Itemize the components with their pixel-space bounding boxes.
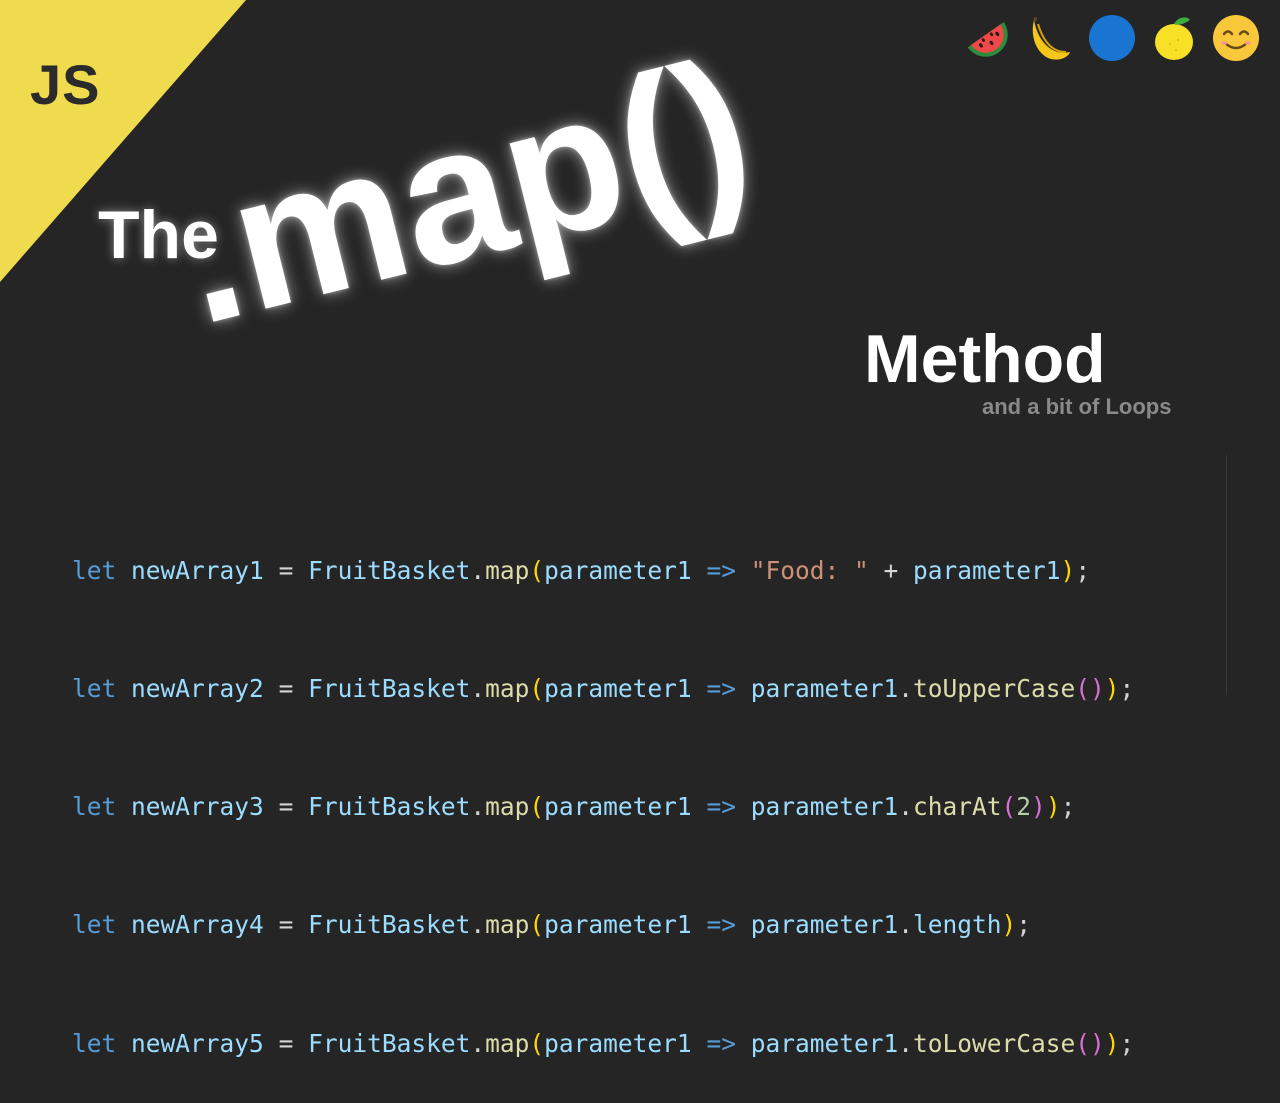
title-the: The [98, 197, 219, 273]
string: "Food: " [750, 555, 869, 585]
code-panel-divider [1226, 455, 1227, 695]
param: parameter1 [544, 792, 692, 822]
code-line-4: let newArray4 = FruitBasket.map(paramete… [72, 910, 1032, 940]
param: parameter1 [544, 674, 692, 704]
method: map [485, 555, 530, 585]
keyword: let [72, 674, 117, 704]
keyword: let [72, 1028, 117, 1058]
emoji-row [962, 12, 1262, 64]
method: map [485, 1028, 530, 1058]
object: FruitBasket [308, 910, 471, 940]
object: FruitBasket [308, 1028, 471, 1058]
variable: newArray4 [131, 910, 264, 940]
keyword: let [72, 555, 117, 585]
subtitle: and a bit of Loops [982, 394, 1172, 419]
js-corner-banner [0, 0, 246, 282]
object: FruitBasket [308, 792, 471, 822]
keyword: let [72, 792, 117, 822]
param: parameter1 [544, 910, 692, 940]
prop: length [913, 910, 1002, 940]
variable: newArray3 [131, 792, 264, 822]
param: parameter1 [750, 1028, 899, 1058]
object: FruitBasket [308, 674, 471, 704]
variable: newArray2 [131, 674, 264, 704]
code-line-1: let newArray1 = FruitBasket.map(paramete… [72, 555, 1091, 585]
method: map [485, 792, 530, 822]
watermelon-icon [967, 22, 1008, 57]
call: toLowerCase [913, 1028, 1076, 1058]
param: parameter1 [913, 555, 1061, 585]
method: map [485, 910, 530, 940]
call: toUpperCase [913, 674, 1076, 704]
js-badge-label: JS [30, 53, 101, 116]
banana-icon [1032, 17, 1070, 60]
code-line-5: let newArray5 = FruitBasket.map(paramete… [72, 1028, 1135, 1058]
call: charAt [913, 792, 1002, 822]
param: parameter1 [750, 674, 899, 704]
variable: newArray5 [131, 1028, 264, 1058]
method: map [485, 674, 530, 704]
smiling-face-icon [1213, 15, 1259, 61]
keyword: let [72, 910, 117, 940]
variable: newArray1 [131, 555, 264, 585]
object: FruitBasket [308, 555, 471, 585]
param: parameter1 [750, 910, 899, 940]
blue-circle-icon [1089, 15, 1135, 61]
param: parameter1 [544, 555, 692, 585]
param: parameter1 [750, 792, 899, 822]
code-line-2: let newArray2 = FruitBasket.map(paramete… [72, 674, 1135, 704]
arg: 2 [1016, 792, 1032, 822]
title-method: Method [864, 321, 1106, 397]
param: parameter1 [544, 1028, 692, 1058]
lemon-icon [1155, 17, 1193, 60]
code-line-3: let newArray3 = FruitBasket.map(paramete… [72, 792, 1076, 822]
code-block: let newArray1 = FruitBasket.map(paramete… [72, 472, 1134, 1103]
